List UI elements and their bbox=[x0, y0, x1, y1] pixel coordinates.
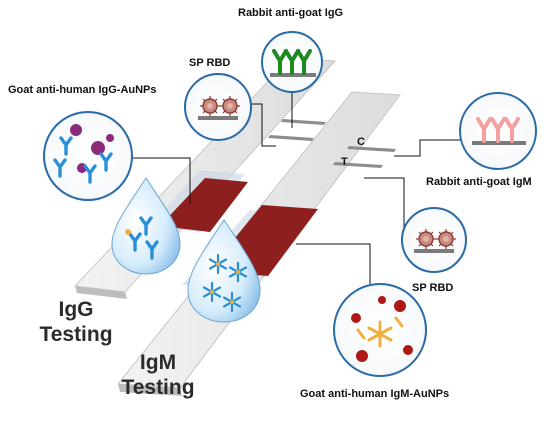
igg-title-line1: IgG bbox=[58, 298, 94, 321]
igm-aunps-callout bbox=[333, 283, 427, 377]
label-goat-anti-human-igm-aunps: Goat anti-human IgM-AuNPs bbox=[300, 388, 450, 400]
igm-test-line-t bbox=[333, 162, 383, 168]
igg-title-line2: Testing bbox=[39, 323, 113, 346]
igg-aunps-callout bbox=[43, 111, 133, 201]
igm-title-line1: IgM bbox=[139, 351, 177, 374]
igm-testing-title: IgM Testing bbox=[110, 350, 206, 400]
igg-conjugate-pad bbox=[160, 178, 248, 232]
line-t-label: T bbox=[341, 156, 348, 168]
igm-control-line-c bbox=[347, 146, 396, 152]
igg-testing-title: IgG Testing bbox=[28, 297, 124, 347]
virus-particle-icon bbox=[199, 95, 221, 117]
label-goat-anti-human-igg-aunps: Goat anti-human IgG-AuNPs bbox=[8, 84, 157, 96]
line-c-label: C bbox=[357, 136, 365, 148]
label-rabbit-anti-goat-igg: Rabbit anti-goat IgG bbox=[238, 7, 344, 19]
snowflake-igm-icon bbox=[356, 316, 404, 348]
rabbit-anti-goat-igm-callout bbox=[459, 92, 537, 170]
igg-control-line-c bbox=[281, 119, 326, 125]
igg-test-line-t bbox=[268, 135, 314, 141]
label-rabbit-anti-goat-igm: Rabbit anti-goat IgM bbox=[426, 176, 532, 188]
rabbit-anti-goat-igg-callout bbox=[261, 31, 323, 93]
droplet-icon bbox=[111, 177, 181, 275]
sp-rbd-bottom-callout bbox=[401, 207, 467, 273]
droplet-icon bbox=[187, 219, 261, 323]
gold-nanoparticle-icon bbox=[70, 124, 82, 136]
igm-title-line2: Testing bbox=[121, 376, 195, 399]
label-sp-rbd-top: SP RBD bbox=[189, 57, 231, 69]
sp-rbd-top-callout bbox=[184, 73, 252, 141]
label-sp-rbd-bottom: SP RBD bbox=[412, 282, 454, 294]
